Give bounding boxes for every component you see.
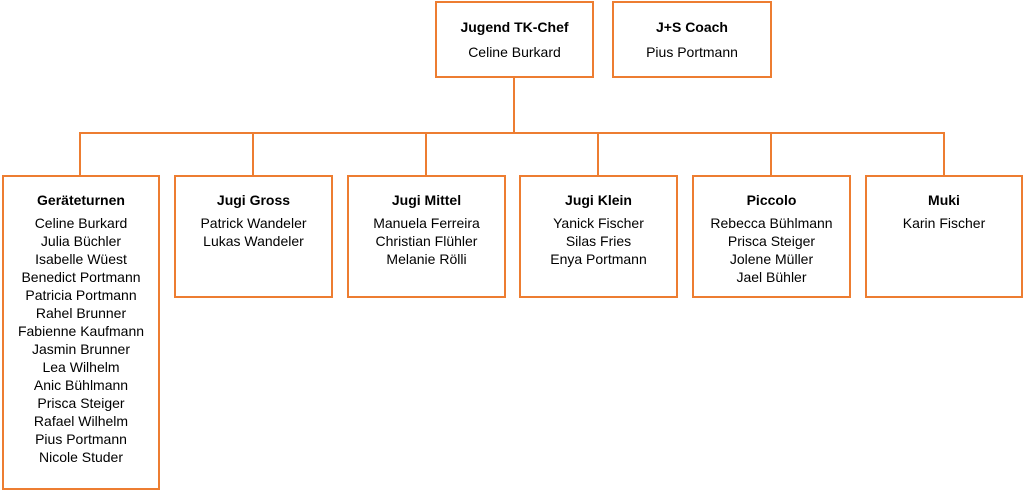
member-name: Melanie Rölli	[386, 251, 467, 267]
member-name: Celine Burkard	[34, 215, 128, 231]
node-js-coach: J+S Coach Pius Portmann	[612, 1, 772, 78]
member-name: Yanick Fischer	[553, 215, 644, 231]
node-members: Celine Burkard	[437, 43, 592, 61]
node-muki: Muki Karin Fischer	[865, 175, 1023, 298]
member-name: Benedict Portmann	[21, 269, 141, 285]
member-name: Manuela Ferreira	[373, 215, 480, 231]
member-name: Pius Portmann	[35, 431, 127, 447]
member-name: Prisca Steiger	[37, 395, 125, 411]
connector-drop-piccolo	[770, 132, 772, 176]
member-name: Karin Fischer	[902, 215, 986, 231]
member-name: Silas Fries	[565, 233, 632, 249]
connector-horizontal-bus	[79, 132, 945, 134]
member-name: Jolene Müller	[729, 251, 814, 267]
member-name: Fabienne Kaufmann	[17, 323, 145, 339]
node-title: Jugi Mittel	[391, 192, 462, 208]
node-members: Celine Burkard Julia Büchler Isabelle Wü…	[4, 214, 158, 466]
member-name: Rafael Wilhelm	[33, 413, 129, 429]
connector-drop-jugi-mittel	[425, 132, 427, 176]
member-name: Julia Büchler	[40, 233, 122, 249]
node-title: Jugi Gross	[216, 192, 291, 208]
node-title: Jugend TK-Chef	[460, 19, 569, 35]
node-members: Pius Portmann	[614, 43, 770, 61]
node-members: Rebecca Bühlmann Prisca Steiger Jolene M…	[694, 214, 849, 286]
node-gerateturnen: Geräteturnen Celine Burkard Julia Büchle…	[2, 175, 160, 490]
member-name: Patrick Wandeler	[200, 215, 307, 231]
node-jugi-mittel: Jugi Mittel Manuela Ferreira Christian F…	[347, 175, 506, 298]
connector-drop-jugi-klein	[597, 132, 599, 176]
member-name: Jael Bühler	[736, 269, 807, 285]
node-members: Patrick Wandeler Lukas Wandeler	[176, 214, 331, 250]
connector-drop-muki	[943, 132, 945, 176]
member-name: Patricia Portmann	[25, 287, 137, 303]
member-name: Lukas Wandeler	[203, 233, 304, 249]
member-name: Isabelle Wüest	[35, 251, 127, 267]
node-members: Manuela Ferreira Christian Flühler Melan…	[349, 214, 504, 268]
member-name: Celine Burkard	[468, 44, 561, 60]
member-name: Pius Portmann	[646, 44, 738, 60]
node-title: J+S Coach	[656, 19, 728, 35]
node-title: Piccolo	[746, 192, 797, 208]
node-piccolo: Piccolo Rebecca Bühlmann Prisca Steiger …	[692, 175, 851, 298]
member-name: Lea Wilhelm	[42, 359, 120, 375]
member-name: Rahel Brunner	[35, 305, 127, 321]
node-jugend-tk-chef: Jugend TK-Chef Celine Burkard	[435, 1, 594, 78]
node-jugi-klein: Jugi Klein Yanick Fischer Silas Fries En…	[519, 175, 678, 298]
member-name: Nicole Studer	[38, 449, 124, 465]
member-name: Prisca Steiger	[727, 233, 816, 249]
member-name: Christian Flühler	[375, 233, 478, 249]
node-members: Karin Fischer	[867, 214, 1021, 232]
node-title: Muki	[928, 192, 960, 208]
member-name: Anic Bühlmann	[33, 377, 129, 393]
connector-drop-gerateturnen	[79, 132, 81, 176]
member-name: Enya Portmann	[550, 251, 647, 267]
member-name: Rebecca Bühlmann	[710, 215, 833, 231]
connector-root-vertical	[513, 77, 515, 134]
node-title: Geräteturnen	[37, 192, 125, 208]
member-name: Jasmin Brunner	[31, 341, 131, 357]
node-jugi-gross: Jugi Gross Patrick Wandeler Lukas Wandel…	[174, 175, 333, 298]
connector-drop-jugi-gross	[252, 132, 254, 176]
node-members: Yanick Fischer Silas Fries Enya Portmann	[521, 214, 676, 268]
node-title: Jugi Klein	[565, 192, 632, 208]
